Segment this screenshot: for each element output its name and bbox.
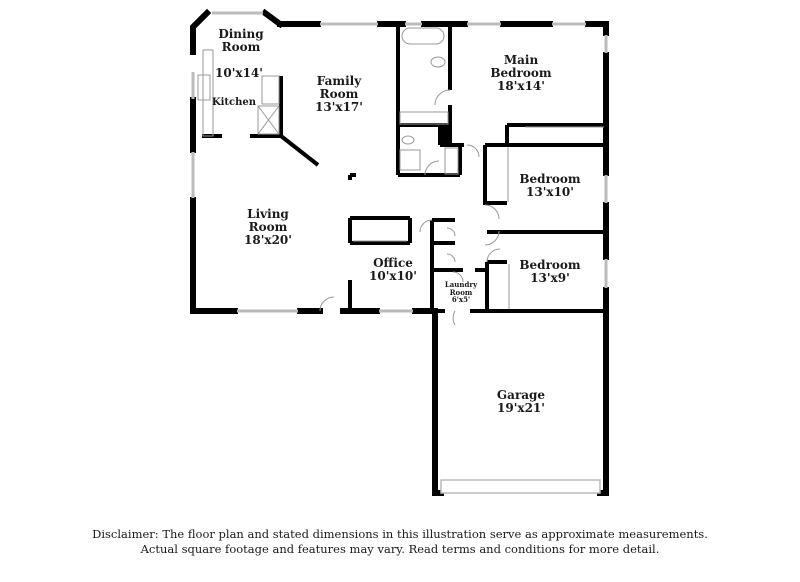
room-label-dining: Dining Room — [218, 27, 264, 55]
disclaimer-line-1: Disclaimer: The floor plan and stated di… — [92, 527, 708, 541]
disclaimer: Disclaimer: The floor plan and stated di… — [0, 527, 800, 557]
interior-walls — [202, 24, 606, 313]
room-label-kitchen: Kitchen — [211, 97, 257, 108]
disclaimer-line-2: Actual square footage and features may v… — [140, 542, 660, 556]
windows — [191, 11, 608, 494]
room-label-family: Family Room 13'x17' — [315, 74, 363, 115]
room-label-living: Living Room 18'x20' — [244, 207, 292, 248]
fixtures — [197, 27, 604, 326]
room-label-office: Office 10'x10' — [369, 256, 417, 284]
room-label-bedroom-2: Bedroom 13'x10' — [519, 172, 581, 200]
room-label-main-bedroom: Main Bedroom 18'x14' — [490, 53, 552, 94]
room-label-bedroom-3: Bedroom 13'x9' — [519, 258, 581, 286]
room-label-garage: Garage 19'x21' — [496, 388, 546, 416]
room-dims-dining: 10'x14' — [215, 66, 263, 80]
room-label-laundry: Laundry Room 6'x5' — [444, 280, 478, 305]
exterior-walls — [190, 8, 609, 496]
